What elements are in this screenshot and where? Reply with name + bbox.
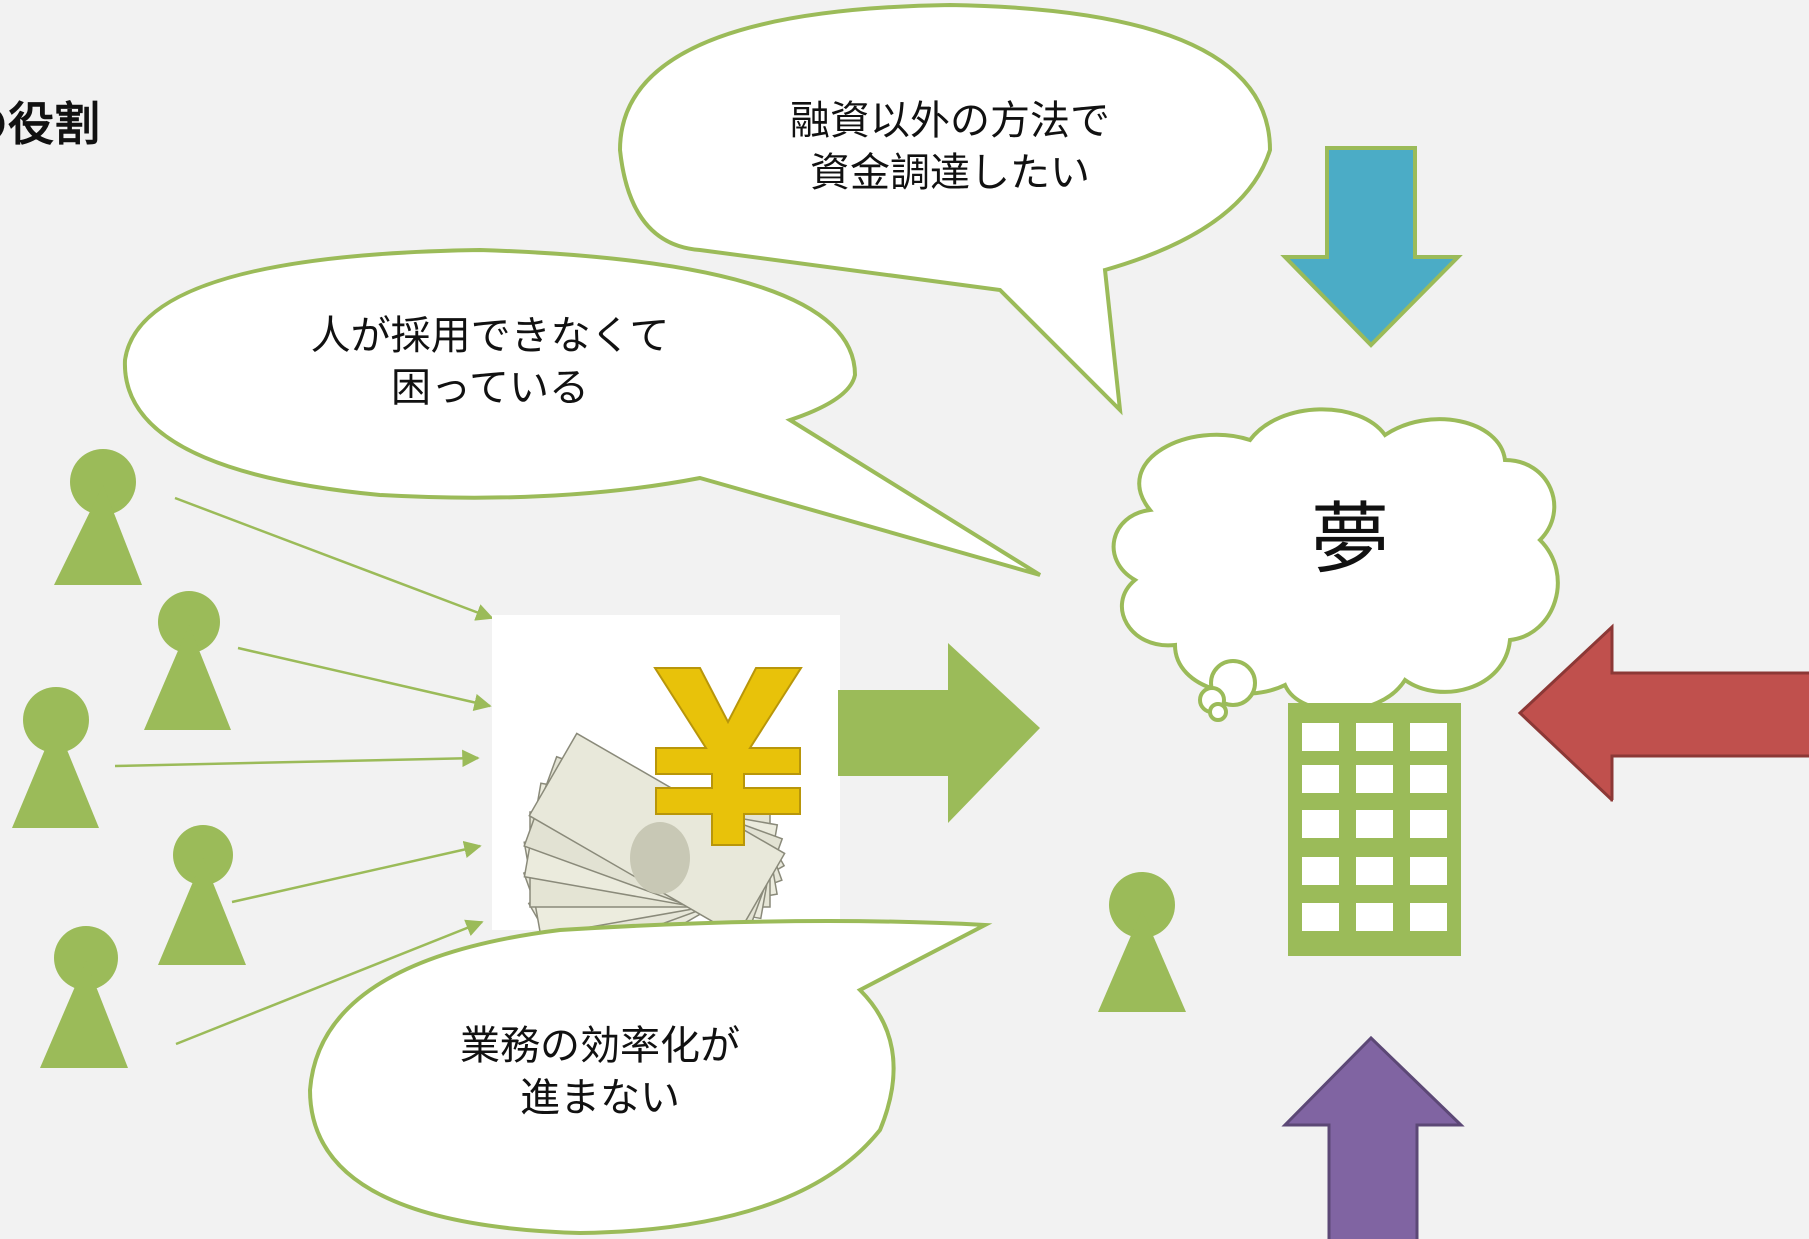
bubble-line: 進まない [520, 1075, 680, 1121]
building-icon [1288, 703, 1461, 956]
bubble-line: 人が採用できなくて [310, 313, 670, 359]
flow-arrow-2 [237, 646, 492, 711]
bubble-text-efficiency: 業務の効率化が 進まない [395, 1020, 805, 1124]
page-title: の役割 [0, 97, 100, 151]
flow-arrow-5 [175, 919, 484, 1046]
dream-label: 夢 [1310, 495, 1389, 585]
speech-bubble-efficiency [307, 919, 993, 1236]
bubble-line: 業務の効率化が [460, 1023, 740, 1069]
flow-arrow-1 [174, 496, 494, 621]
person-icon [54, 449, 142, 585]
speech-bubble-hiring [122, 247, 1042, 577]
flow-arrow-4 [231, 840, 482, 904]
person-icon [1098, 872, 1186, 1012]
thought-cloud [1111, 407, 1560, 722]
person-icon [158, 825, 246, 965]
flow-arrow-3 [114, 749, 480, 768]
arrow-down-blue [1280, 146, 1463, 348]
bubble-line: 困っている [391, 365, 589, 411]
big-arrow-right [838, 643, 1040, 823]
bubble-line: 資金調達したい [810, 150, 1090, 196]
person-icon [144, 591, 231, 730]
speech-bubble-financing [617, 2, 1273, 416]
person-icon [12, 687, 99, 828]
bubble-text-financing: 融資以外の方法で 資金調達したい [700, 95, 1200, 199]
person-icon [40, 926, 128, 1068]
arrow-left-red [1517, 623, 1809, 802]
arrow-up-purple [1281, 1035, 1465, 1239]
bubble-text-hiring: 人が採用できなくて 困っている [240, 310, 740, 414]
bubble-line: 融資以外の方法で [790, 98, 1110, 144]
